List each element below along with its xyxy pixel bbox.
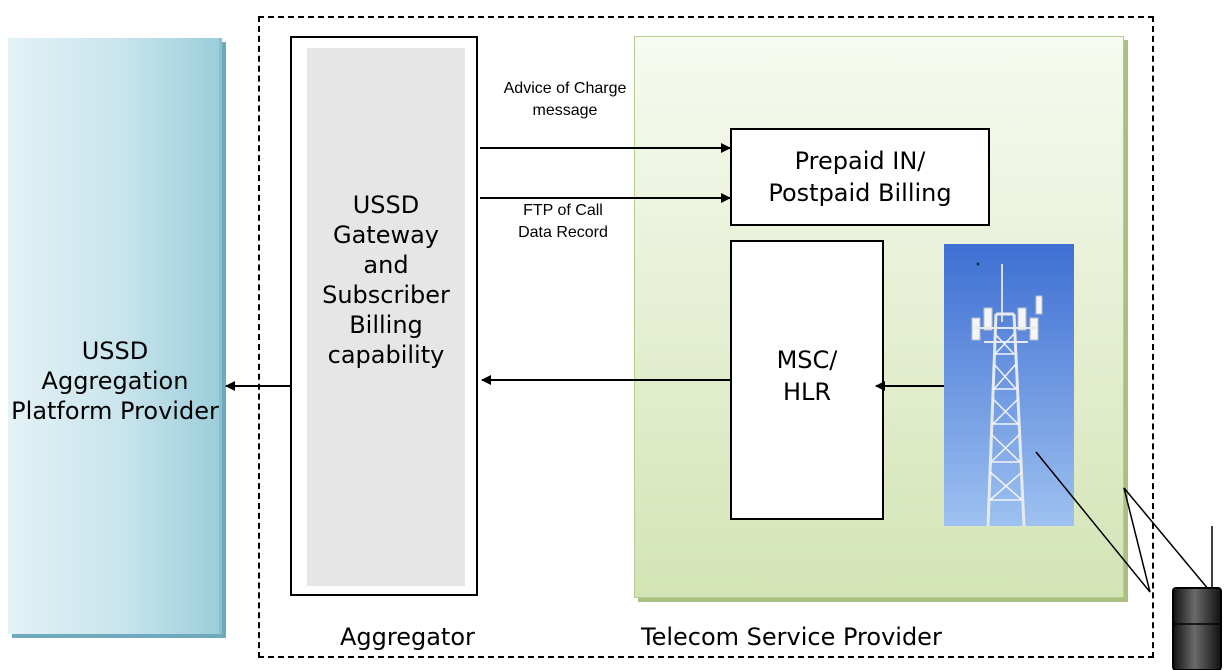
ftp-cdr-label: FTP of Call Data Record xyxy=(518,202,608,241)
billing-label: Prepaid IN/ Postpaid Billing xyxy=(768,147,952,207)
aggregator-zone-label: Aggregator xyxy=(340,623,475,651)
gateway-label: USSD Gateway and Subscriber Billing capa… xyxy=(322,191,450,369)
telecom-provider-zone-label: Telecom Service Provider xyxy=(641,623,942,651)
radio-signal-icon xyxy=(1035,451,1215,597)
gateway-inner-panel xyxy=(307,48,465,586)
aggregation-platform-box xyxy=(8,38,222,634)
msc-hlr-box xyxy=(730,240,884,520)
mobile-phone-icon xyxy=(1172,587,1222,670)
msc-hlr-label: MSC/ HLR xyxy=(776,346,838,406)
aggregation-platform-label: USSD Aggregation Platform Provider xyxy=(11,337,219,425)
billing-box: Prepaid IN/ Postpaid Billing xyxy=(730,128,990,226)
dashed-boundary xyxy=(258,16,1154,658)
advice-of-charge-label: Advice of Charge message xyxy=(503,80,627,119)
cell-tower-icon xyxy=(944,244,1074,526)
